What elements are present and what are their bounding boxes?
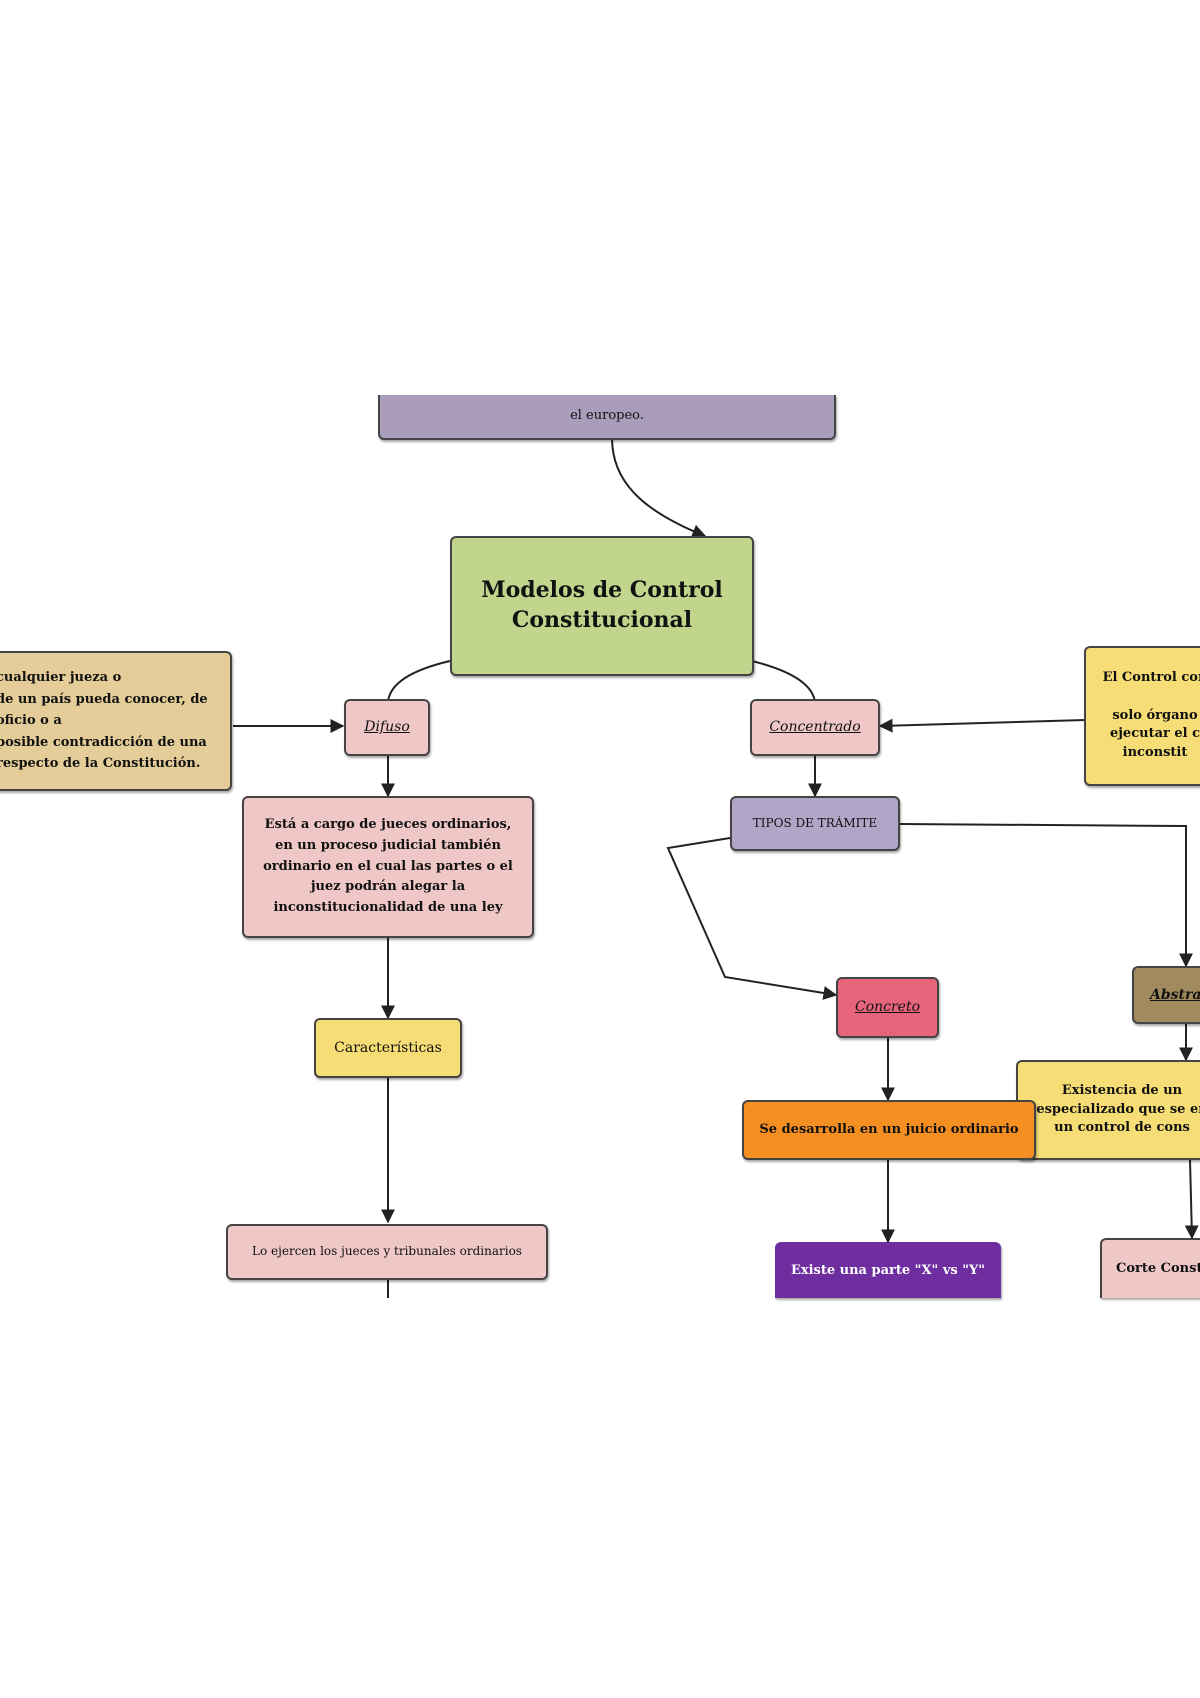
main-title-text: Modelos de Control Constitucional — [481, 577, 723, 633]
arrow-existencia-corte — [1184, 1159, 1199, 1240]
difuso-text: Difuso — [364, 719, 410, 736]
arrow-rightnote-concentrado — [878, 718, 1086, 733]
difuso-description-text: Está a cargo de jueces ordinarios, en un… — [263, 817, 513, 916]
jueces-tribunales-text: Lo ejercen los jueces y tribunales ordin… — [252, 1244, 522, 1259]
left-note-box: cualquier jueza o de un país pueda conoc… — [0, 651, 232, 791]
corte-text: Corte Const — [1116, 1260, 1200, 1276]
juicio-ordinario-text: Se desarrolla en un juicio ordinario — [759, 1121, 1019, 1137]
concentrado-box: Concentrado — [750, 699, 880, 756]
arrow-tipos-concreto — [666, 837, 838, 1000]
caracteristicas-text: Características — [334, 1039, 442, 1056]
difuso-description-box: Está a cargo de jueces ordinarios, en un… — [242, 796, 534, 938]
left-note-text: cualquier jueza o de un país pueda conoc… — [0, 670, 208, 772]
right-note-box: El Control con solo órgano ejecutar el c… — [1084, 646, 1200, 786]
top-note-text: el europeo. — [570, 408, 644, 424]
link-title-difuso — [387, 660, 451, 703]
abstracto-text: Abstra — [1150, 986, 1200, 1003]
link-title-concentrado — [751, 660, 816, 703]
parte-xy-text: Existe una parte "X" vs "Y" — [790, 1262, 986, 1278]
juicio-ordinario-box: Se desarrolla en un juicio ordinario — [742, 1100, 1036, 1160]
concentrado-text: Concentrado — [769, 719, 861, 736]
parte-xy-box: Existe una parte "X" vs "Y" — [775, 1242, 1001, 1298]
existencia-text: Existencia de un especializado que se en… — [1036, 1082, 1200, 1136]
jueces-tribunales-box: Lo ejercen los jueces y tribunales ordin… — [226, 1224, 548, 1280]
abstracto-box: Abstra — [1132, 966, 1200, 1024]
arrow-tipos-abstracto — [899, 823, 1193, 968]
tipos-tramite-box: TIPOS DE TRÁMITE — [730, 796, 900, 851]
existencia-box: Existencia de un especializado que se en… — [1016, 1060, 1200, 1160]
corte-box: Corte Const — [1100, 1238, 1200, 1298]
top-note-box: el europeo. — [378, 395, 836, 440]
caracteristicas-box: Características — [314, 1018, 462, 1078]
right-note-text: El Control con solo órgano ejecutar el c… — [1102, 669, 1200, 761]
arrow-top-to-title — [611, 437, 707, 538]
concreto-box: Concreto — [836, 977, 939, 1038]
concreto-text: Concreto — [854, 999, 921, 1016]
difuso-box: Difuso — [344, 699, 430, 756]
main-title-box: Modelos de Control Constitucional — [450, 536, 754, 676]
tipos-tramite-text: TIPOS DE TRÁMITE — [752, 815, 878, 830]
